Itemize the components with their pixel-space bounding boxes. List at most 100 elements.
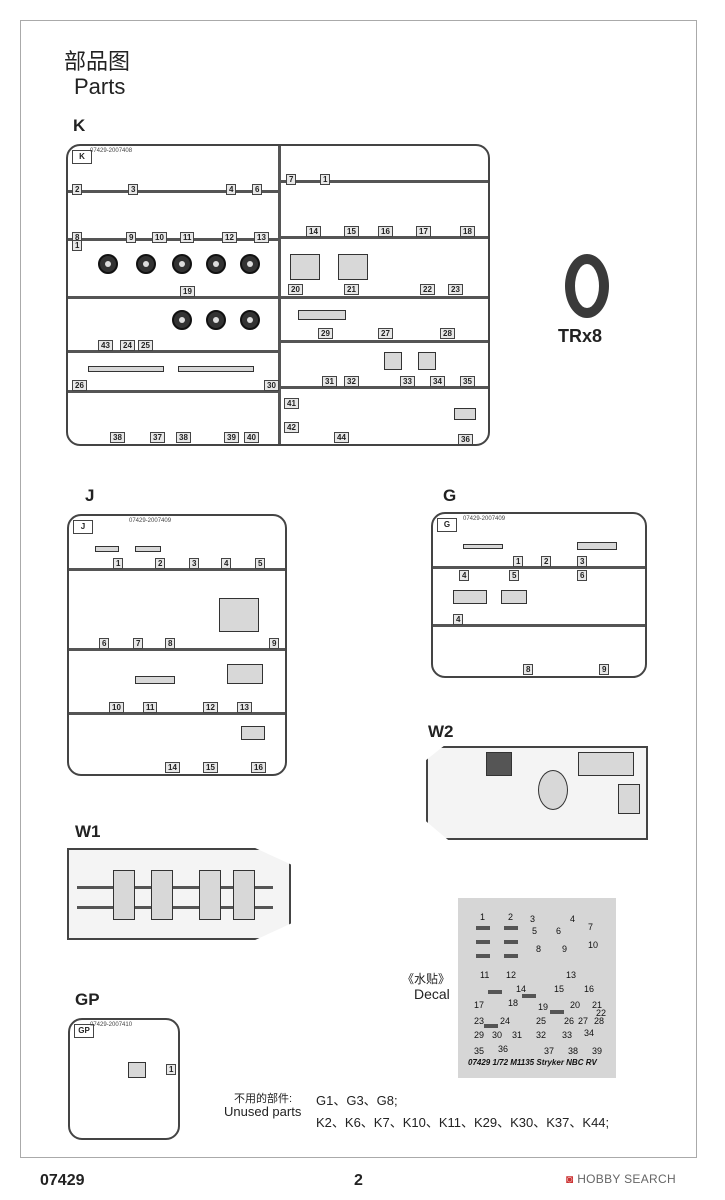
decal-number: 25: [536, 1016, 547, 1026]
part-number: 1: [72, 240, 83, 251]
sprue-j: J 07429-2007409 1 2 3 4 5 6 7 8 9 10 11 …: [67, 514, 287, 776]
decal-number: 2: [508, 912, 514, 922]
part-number: 1: [166, 1064, 177, 1075]
hull-upper-part: [426, 746, 648, 840]
decal-caption: 07429 1/72 M1135 Stryker NBC RV: [468, 1058, 597, 1067]
part-number: 44: [334, 432, 349, 443]
decal-label-en: Decal: [414, 986, 450, 1002]
part-number: 37: [150, 432, 165, 443]
part-block: [453, 590, 487, 604]
part-number: 11: [180, 232, 195, 243]
part-number: 8: [165, 638, 176, 649]
part-block: [151, 870, 173, 920]
part-number: 10: [109, 702, 124, 713]
tire-icon: [565, 254, 609, 318]
decal-number: 18: [508, 998, 519, 1008]
decal-number: 29: [474, 1030, 485, 1040]
part-block: [578, 752, 634, 776]
decal-number: 28: [594, 1016, 605, 1026]
sprue-rail: [69, 648, 285, 651]
sprue-rail: [280, 296, 488, 299]
part-number: 1: [320, 174, 331, 185]
part-number: 39: [224, 432, 239, 443]
sprue-rail: [280, 386, 488, 389]
sprue-rail: [433, 624, 645, 627]
hull-beam: [77, 906, 273, 909]
part-number: 13: [237, 702, 252, 713]
sprue-rail: [68, 190, 278, 193]
part-number: 34: [430, 376, 445, 387]
decal-item: [476, 940, 490, 944]
decal-number: 5: [532, 926, 538, 936]
part-number: 11: [143, 702, 158, 713]
decal-number: 17: [474, 1000, 485, 1010]
road-wheel: [136, 254, 156, 274]
sprue-tab-gp: GP: [74, 1024, 94, 1038]
sprue-label-gp: GP: [75, 990, 100, 1009]
decal-item: [504, 926, 518, 930]
sprue-g: G 07429-2007409 1 2 3 4 5 6 4 8 9: [431, 512, 647, 678]
sprue-rail: [278, 146, 281, 444]
sprue-rail: [68, 350, 278, 353]
unused-label-en: Unused parts: [224, 1104, 302, 1119]
decal-number: 12: [506, 970, 517, 980]
part-number: 28: [440, 328, 455, 339]
part-number: 22: [420, 284, 435, 295]
part-number: 8: [523, 664, 534, 675]
unused-label-cn: 不用的部件:: [234, 1093, 293, 1105]
decal-sheet: 1 2 3 4 5 6 7 8 9 10 11 12 13 14 15 16 1…: [458, 898, 616, 1078]
decal-number: 32: [536, 1030, 547, 1040]
part-number: 25: [138, 340, 153, 351]
part-number: 17: [416, 226, 431, 237]
decal-number: 14: [516, 984, 527, 994]
part-number: 30: [264, 380, 279, 391]
part-number: 6: [99, 638, 110, 649]
decal-number: 11: [480, 970, 490, 980]
sprue-code-gp: 07429-2007410: [90, 1022, 133, 1028]
hull-lower-part: [67, 848, 291, 940]
part-number: 16: [378, 226, 393, 237]
decal-item: [476, 954, 490, 958]
part-number: 31: [322, 376, 337, 387]
sprue-code-k: 07429-2007408: [90, 148, 133, 154]
road-wheel: [206, 310, 226, 330]
sprue-rail: [68, 296, 278, 299]
part-number: 3: [189, 558, 200, 569]
part-strip: [135, 546, 161, 552]
part-number: 1: [113, 558, 124, 569]
part-number: 9: [599, 664, 610, 675]
part-strip: [95, 546, 119, 552]
part-strip: [298, 310, 346, 320]
part-block: [538, 770, 568, 810]
sprue-rail: [280, 180, 488, 183]
part-block: [618, 784, 640, 814]
part-strip: [577, 542, 617, 550]
part-number: 26: [72, 380, 87, 391]
part-number: 20: [288, 284, 303, 295]
page-frame: [20, 20, 697, 1158]
part-number: 4: [459, 570, 470, 581]
part-number: 21: [344, 284, 359, 295]
decal-number: 20: [570, 1000, 581, 1010]
decal-number: 37: [544, 1046, 555, 1056]
hobbysearch-logo-icon: ◙: [566, 1172, 578, 1186]
decal-number: 34: [584, 1028, 595, 1038]
part-block: [199, 870, 221, 920]
part-number: 29: [318, 328, 333, 339]
part-block: [233, 870, 255, 920]
decal-number: 21: [592, 1000, 603, 1010]
road-wheel: [206, 254, 226, 274]
page-title-cn: 部品图: [64, 49, 131, 74]
part-block: [227, 664, 263, 684]
part-number: 13: [254, 232, 269, 243]
part-block: [241, 726, 265, 740]
watermark-text: HOBBY SEARCH: [577, 1172, 676, 1186]
part-number: 6: [577, 570, 588, 581]
decal-number: 36: [498, 1044, 509, 1054]
part-number: 2: [72, 184, 83, 195]
part-number: 10: [152, 232, 167, 243]
decal-number: 9: [562, 944, 568, 954]
part-number: 2: [155, 558, 166, 569]
decal-item: [484, 1024, 498, 1028]
sprue-rail: [69, 568, 285, 571]
